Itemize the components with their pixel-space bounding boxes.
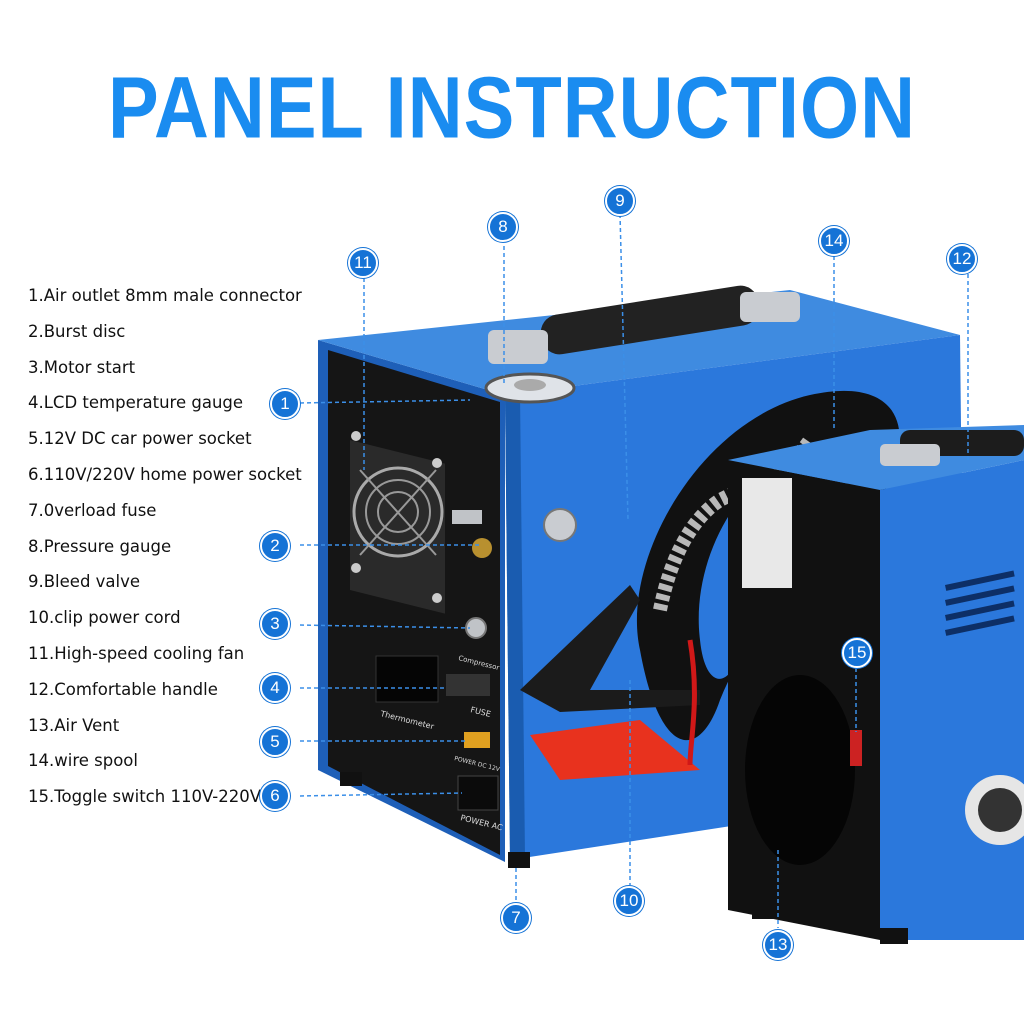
second-unit-label-plate [742, 478, 792, 588]
callout-badge-12: 12 [947, 244, 977, 274]
callout-badge-7: 7 [501, 903, 531, 933]
callout-badge-13: 13 [763, 930, 793, 960]
callout-badge-14: 14 [819, 226, 849, 256]
burst-disc [472, 538, 492, 558]
instruction-item: 12.Comfortable handle [28, 679, 218, 699]
instruction-item: 15.Toggle switch 110V-220V [28, 787, 262, 807]
handle-grip [540, 285, 760, 355]
fan-frame [350, 440, 445, 614]
second-unit-side [880, 460, 1024, 940]
fan-grille [352, 466, 444, 558]
black-clip [520, 585, 700, 712]
callout-badge-15: 15 [842, 638, 872, 668]
instruction-item: 3.Motor start [28, 357, 136, 377]
instruction-list: 1.Air outlet 8mm male connector 2.Burst … [28, 282, 302, 819]
instruction-item: 8.Pressure gauge [28, 536, 172, 556]
toggle-switch [850, 730, 862, 766]
callout-badge-8: 8 [488, 212, 518, 242]
fuse-holder [446, 674, 490, 696]
instruction-item: 2.Burst disc [28, 321, 126, 341]
red-clip [530, 720, 700, 780]
handle-bracket-left [488, 330, 548, 364]
instruction-item: 13.Air Vent [28, 715, 120, 735]
callout-badge-9: 9 [605, 186, 635, 216]
instruction-item: 4.LCD temperature gauge [28, 393, 244, 413]
instruction-item: 9.Bleed valve [28, 572, 141, 592]
callout-badge-3: 3 [260, 609, 290, 639]
instruction-item: 5.12V DC car power socket [28, 429, 252, 449]
page-title: PANEL INSTRUCTION [108, 59, 916, 157]
instruction-item: 7.0verload fuse [28, 500, 157, 520]
instruction-item: 6.110V/220V home power socket [28, 464, 302, 484]
callout-badge-10: 10 [614, 886, 644, 916]
instruction-item: 11.High-speed cooling fan [28, 643, 245, 663]
callout-badge-11: 11 [348, 248, 378, 278]
callout-leaders [299, 213, 969, 928]
instruction-item: 10.clip power cord [28, 608, 181, 628]
handle-bracket-right [740, 292, 800, 322]
ac-socket [457, 775, 499, 811]
instruction-item: 14.wire spool [28, 751, 138, 771]
motor-start-button [465, 617, 487, 639]
instruction-item: 1.Air outlet 8mm male connector [28, 286, 302, 305]
second-unit-fan-vent [745, 675, 855, 865]
bleed-valve [543, 508, 577, 542]
air-outlet [452, 510, 482, 524]
dc-socket [464, 732, 490, 748]
side-vent-slots [944, 570, 1015, 636]
callout-badge-6: 6 [260, 781, 290, 811]
callout-badge-4: 4 [260, 673, 290, 703]
callout-badge-1: 1 [270, 389, 300, 419]
callout-badge-5: 5 [260, 727, 290, 757]
thermometer-display [375, 655, 439, 703]
callout-badge-2: 2 [260, 531, 290, 561]
